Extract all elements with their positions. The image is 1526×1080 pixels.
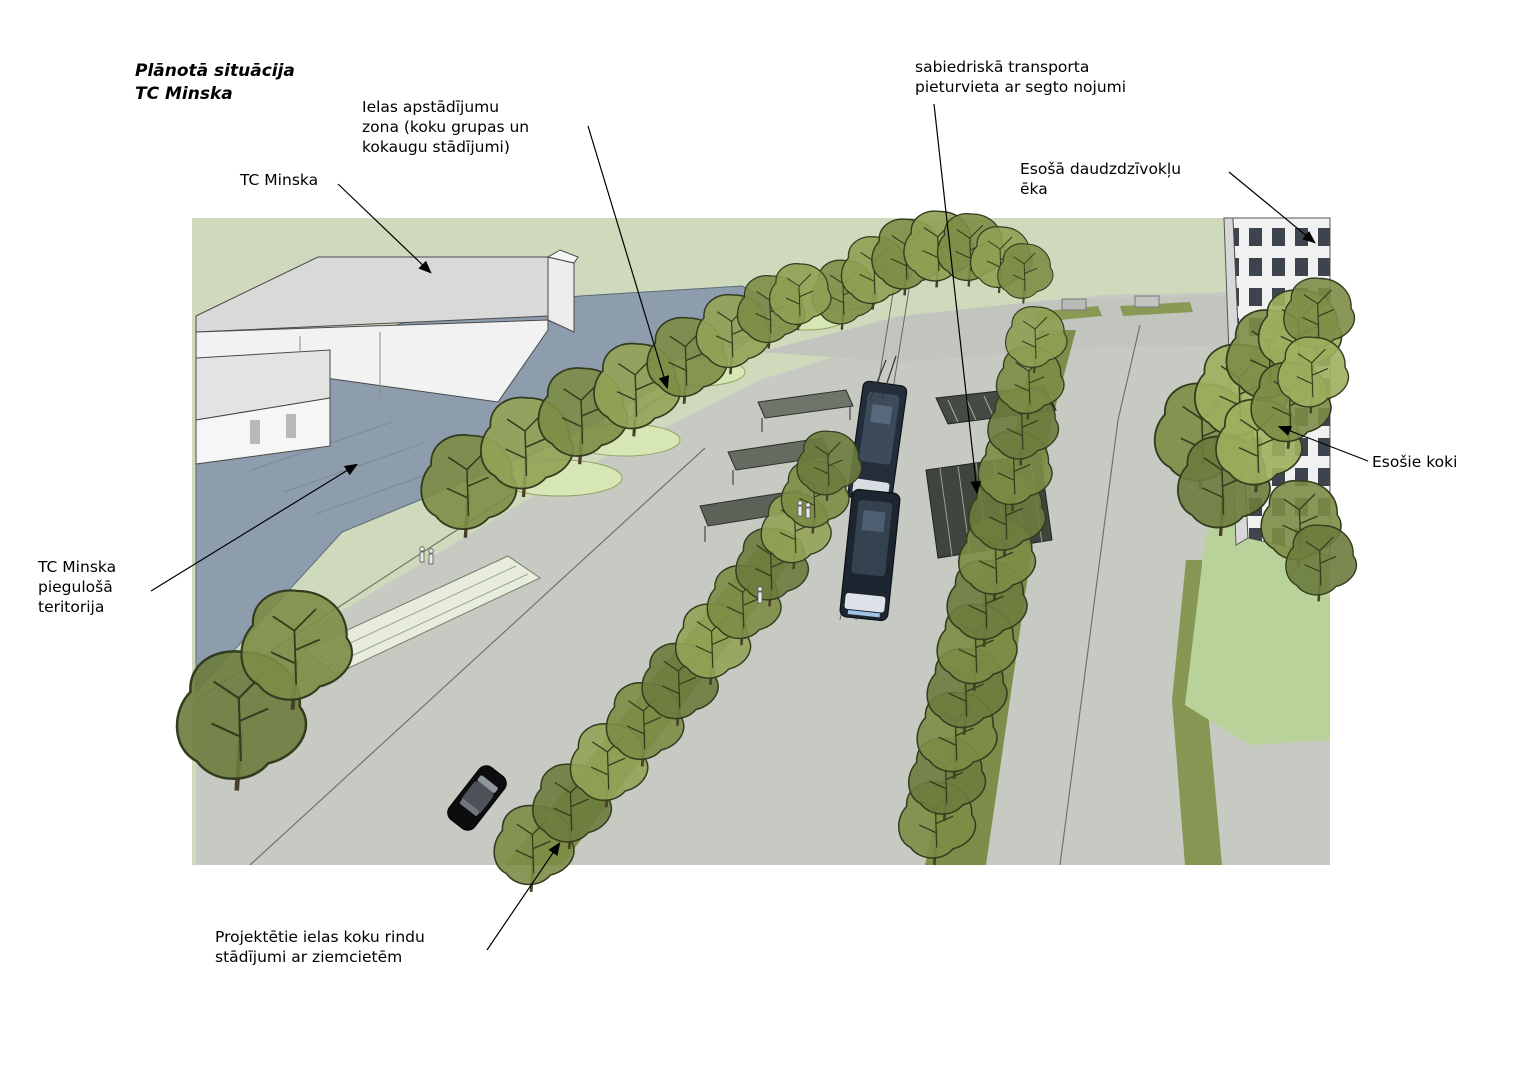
label-projektetie-ielas-koku: Projektētie ielas koku rindu stādījumi a… xyxy=(215,928,425,966)
label-sabiedriska-transporta-pieturvieta: sabiedriskā transporta pieturvieta ar se… xyxy=(915,58,1127,96)
car xyxy=(447,765,507,831)
leader-esosa-eka xyxy=(1228,171,1316,244)
pedestrian-ramp xyxy=(303,555,542,675)
bus-front xyxy=(839,488,901,622)
leader-projektetie xyxy=(486,842,561,951)
figure-title: Plānotā situācija TC Minska xyxy=(135,61,295,104)
label-tc-minska: TC Minska xyxy=(240,171,319,189)
leader-esosie-koki xyxy=(1277,425,1369,462)
leader-sabiedriska-transporta xyxy=(933,103,982,495)
leader-tc-minska xyxy=(337,183,432,274)
leader-ielas-apstadijumu xyxy=(587,125,670,390)
tc-minska-building xyxy=(195,249,579,465)
leader-piegulosa-teritorija xyxy=(150,463,359,592)
leader-lines xyxy=(150,103,1369,951)
label-esosie-koki: Esošie koki xyxy=(1372,453,1458,471)
label-esosa-daudzdzivoklu-eka: Esošā daudzdzīvokļu ēka xyxy=(1020,160,1182,198)
label-ielas-apstadijumu-zona: Ielas apstādījumu zona (koku grupas un k… xyxy=(362,98,530,156)
trolley-poles xyxy=(869,355,897,401)
label-tc-minska-piegulosa-teritorija: TC Minska piegulošā teritorija xyxy=(38,558,117,616)
parked-cars-upper xyxy=(1061,295,1160,311)
pedestrians xyxy=(419,500,811,604)
